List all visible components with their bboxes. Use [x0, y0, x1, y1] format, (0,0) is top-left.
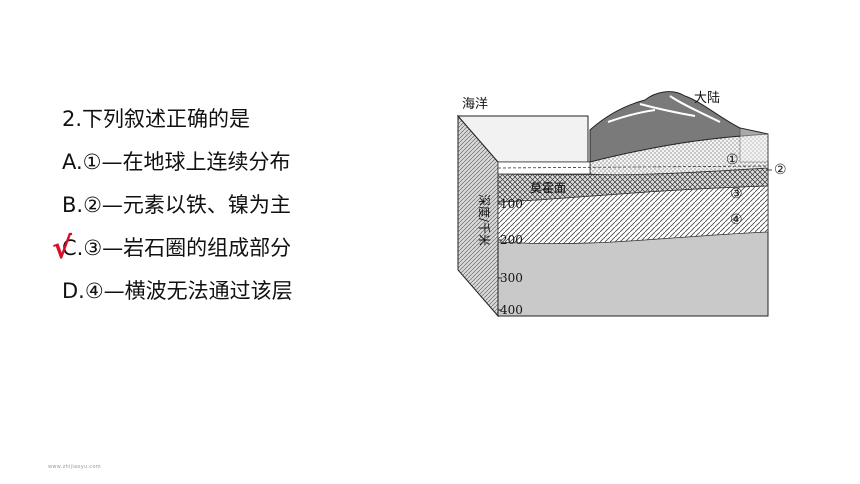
depth-tick-300: 300: [500, 271, 523, 285]
layer-3-region: [497, 167, 769, 203]
ocean-label: 海洋: [462, 97, 488, 112]
earth-structure-diagram: 海洋 大陆 莫霍面 ① ② ③ ④ 深度/千米 100 200 300 400: [456, 90, 787, 318]
mountain-highlights: [607, 95, 721, 123]
option-c[interactable]: C.③—岩石圈的组成部分: [62, 236, 292, 260]
layer-4-label: ④: [730, 212, 743, 228]
continent-label: 大陆: [694, 90, 720, 106]
option-b[interactable]: B.②—元素以铁、镍为主: [62, 193, 291, 217]
earth-structure-figure: 海洋 大陆 莫霍面 ① ② ③ ④ 深度/千米 100 200 300 400: [440, 82, 800, 322]
question-block: 2.下列叙述正确的是 A.①—在地球上连续分布 B.②—元素以铁、镍为主 C.③…: [62, 98, 293, 313]
footer-watermark: www.zhijiaoyu.com: [48, 464, 101, 470]
option-d[interactable]: D.④—横波无法通过该层: [62, 279, 293, 303]
option-a[interactable]: A.①—在地球上连续分布: [62, 150, 291, 174]
continent-mountains: [589, 91, 769, 163]
moho-line: [497, 165, 769, 169]
question-stem: 2.下列叙述正确的是: [62, 107, 251, 131]
layer-3-label: ③: [730, 186, 743, 202]
depth-axis-label: 深度/千米: [477, 194, 492, 246]
correct-answer-checkmark: √: [52, 231, 73, 266]
depth-tick-400: 400: [500, 303, 523, 317]
depth-tick-100: 100: [500, 197, 523, 211]
layer-2-label: ②: [774, 162, 787, 178]
moho-label: 莫霍面: [530, 181, 566, 195]
depth-tick-200: 200: [500, 233, 523, 247]
layer-1-label: ①: [726, 152, 739, 168]
